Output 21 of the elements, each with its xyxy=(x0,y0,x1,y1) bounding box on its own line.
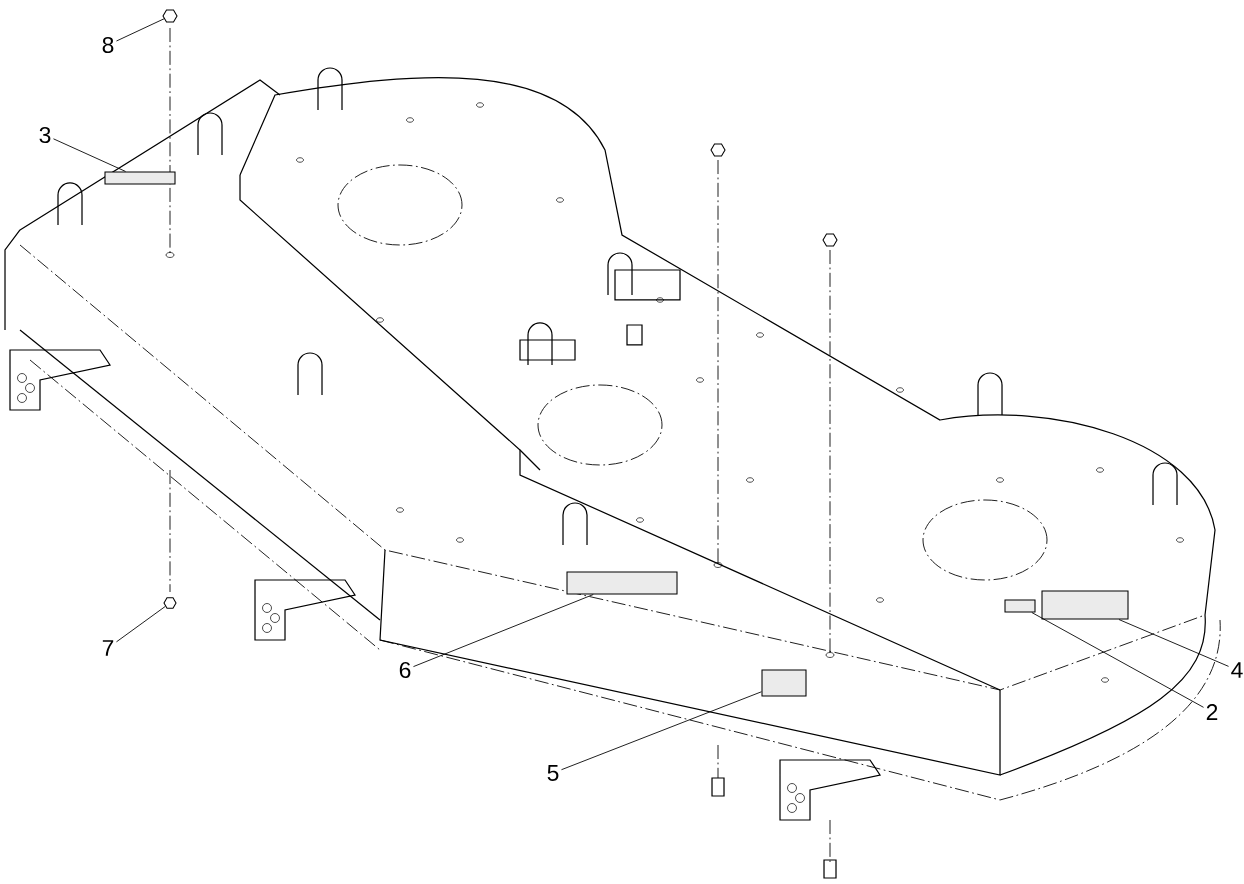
leader-line xyxy=(53,138,126,172)
decal xyxy=(566,571,678,595)
leader-line xyxy=(561,691,762,771)
callout-number: 7 xyxy=(102,640,114,656)
leader-line xyxy=(413,594,594,668)
callout-number: 3 xyxy=(39,126,51,144)
leader-line xyxy=(116,605,166,643)
callout-number: 8 xyxy=(102,36,114,54)
decal xyxy=(761,669,807,697)
fastener xyxy=(163,597,177,609)
callout-number: 5 xyxy=(547,765,559,781)
leader-line xyxy=(116,18,165,42)
decal xyxy=(1041,590,1129,620)
callout-number: 6 xyxy=(399,661,411,679)
leader-line xyxy=(1031,612,1204,708)
fastener xyxy=(162,9,178,23)
decal xyxy=(104,171,176,185)
callout-number: 2 xyxy=(1206,704,1218,720)
callout-number: 4 xyxy=(1231,662,1243,678)
decal xyxy=(1004,599,1036,613)
leader-line xyxy=(1118,619,1229,667)
